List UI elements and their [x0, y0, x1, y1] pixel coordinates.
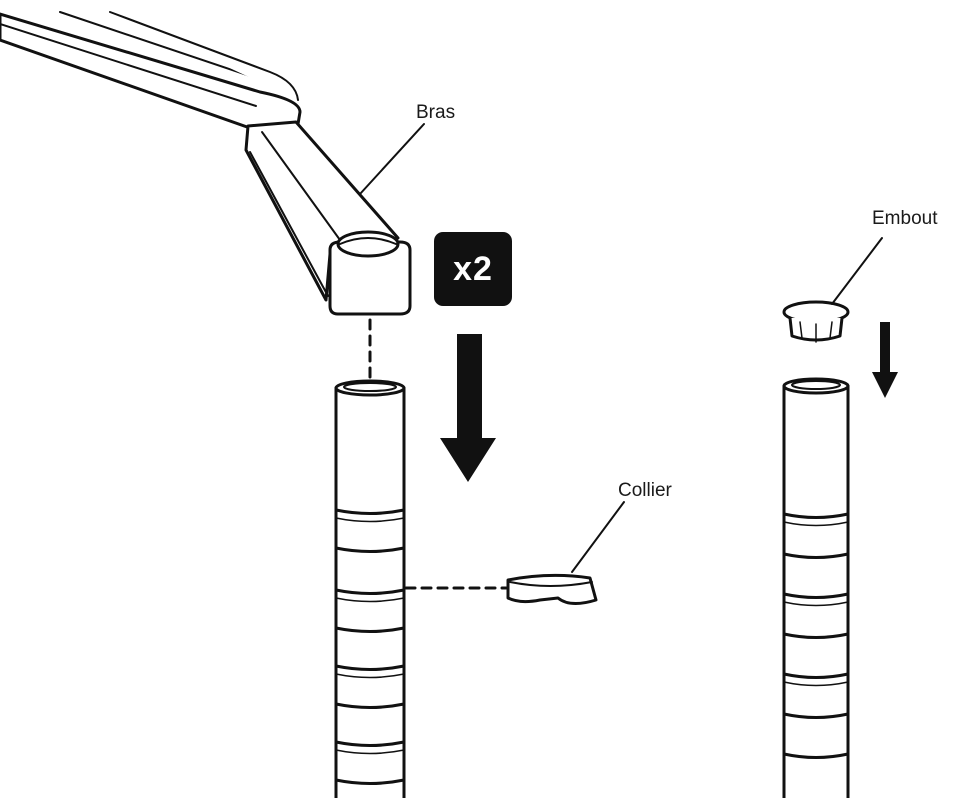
arm-part: [0, 11, 412, 316]
quantity-badge: x2: [434, 232, 512, 306]
leader-line-arm: [359, 123, 425, 195]
right-pole: [782, 377, 850, 798]
leader-line-collar: [571, 501, 625, 573]
end-cap-part: [782, 300, 850, 343]
left-pole: [334, 379, 406, 798]
down-arrow-small: [872, 322, 898, 398]
down-arrow-large: [440, 334, 496, 482]
arm-label: Bras: [416, 102, 456, 123]
collar-label: Collier: [618, 480, 672, 501]
end-cap-label: Embout: [872, 208, 938, 229]
quantity-text: x2: [453, 249, 493, 288]
leader-line-end-cap: [831, 237, 883, 305]
collar-part: [506, 573, 598, 605]
